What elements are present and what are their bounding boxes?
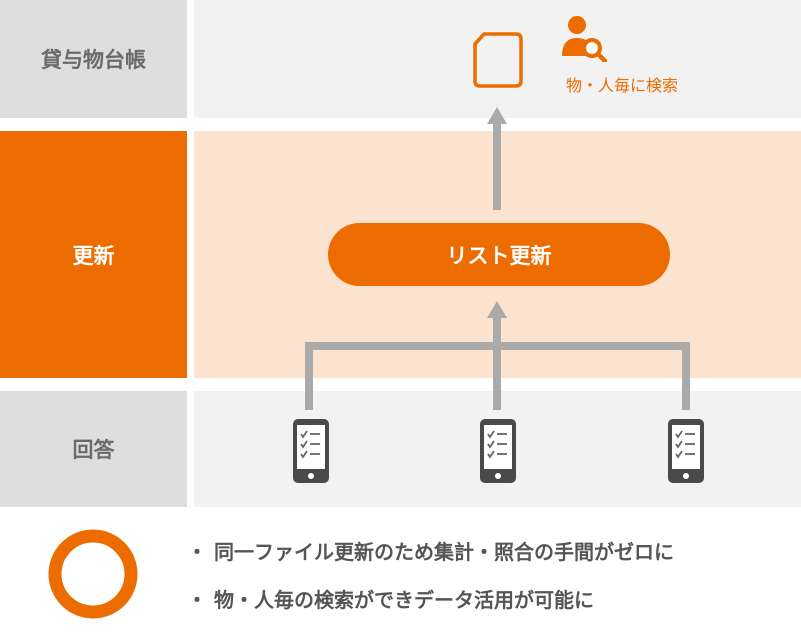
- connector-right: [682, 342, 690, 410]
- row-label-ledger-text: 貸与物台帳: [41, 48, 146, 72]
- row-label-answer: 回答: [0, 391, 187, 507]
- arrow-up-top-head: [487, 107, 507, 124]
- ledger-band: [194, 0, 801, 118]
- list-update-pill: リスト更新: [328, 223, 670, 286]
- document-icon: [470, 30, 526, 90]
- list-update-pill-label: リスト更新: [446, 243, 552, 268]
- smartphone-icon: [292, 418, 330, 484]
- user-search-icon: [560, 12, 608, 64]
- smartphone-icon: [667, 418, 705, 484]
- benefit-line: ・ 同一ファイル更新のため集計・照合の手間がゼロに: [187, 540, 674, 564]
- circle-mark-icon: [47, 528, 139, 620]
- smartphone-icon: [479, 418, 517, 484]
- search-by-item-person-label: 物・人毎に検索: [566, 76, 679, 95]
- row-label-ledger: 貸与物台帳: [0, 0, 187, 118]
- arrow-up-bottom-shaft: [493, 316, 501, 410]
- connector-left: [305, 342, 313, 410]
- row-label-answer-text: 回答: [72, 438, 115, 462]
- arrow-up-top-shaft: [493, 122, 501, 210]
- arrow-up-bottom-head: [487, 301, 507, 318]
- connector-horizontal: [305, 342, 690, 350]
- benefit-line: ・ 物・人毎の検索ができデータ活用が可能に: [187, 588, 594, 612]
- row-label-update: 更新: [0, 131, 187, 378]
- row-label-update-text: 更新: [72, 243, 115, 268]
